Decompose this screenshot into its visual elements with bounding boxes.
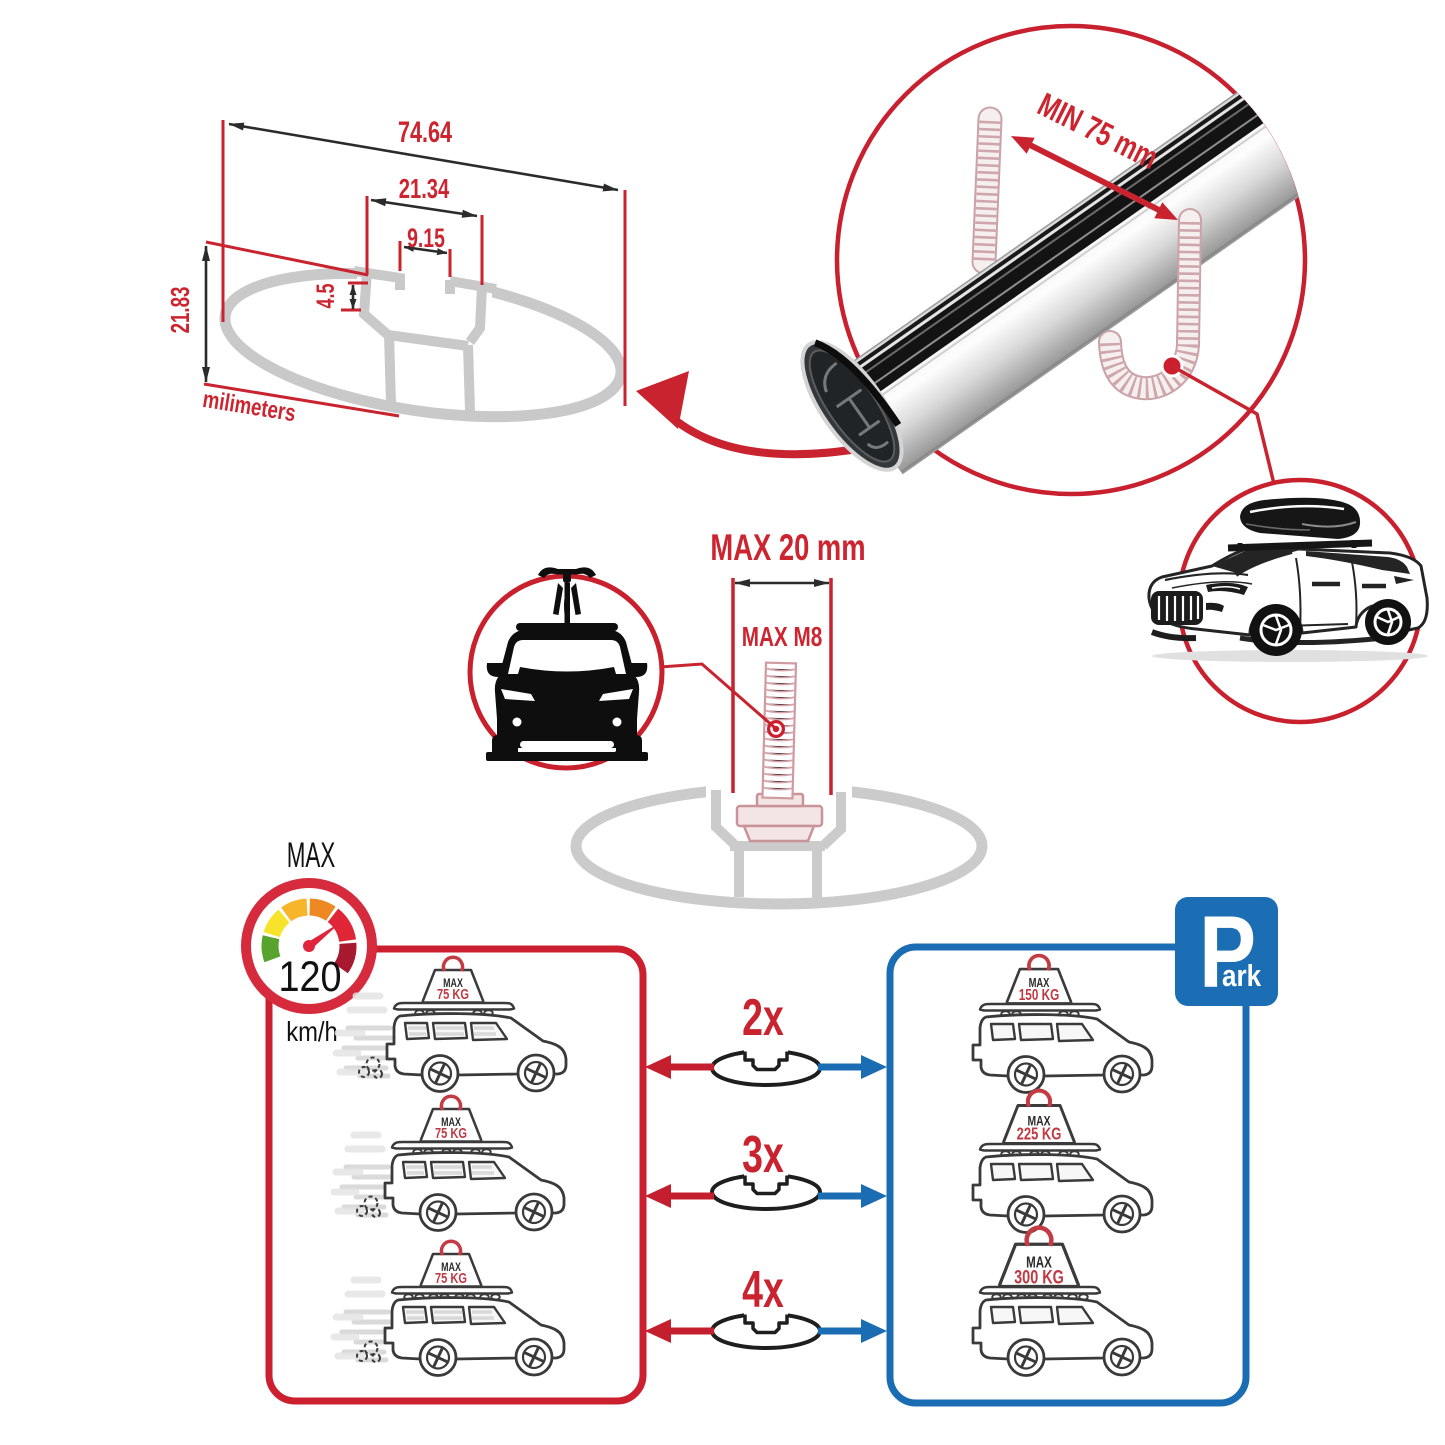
svg-text:4.5: 4.5 — [311, 283, 340, 308]
svg-text:milimeters: milimeters — [201, 386, 298, 427]
svg-text:km/h: km/h — [286, 1015, 338, 1047]
svg-text:MAX: MAX — [1026, 1254, 1052, 1271]
svg-text:21.83: 21.83 — [165, 287, 195, 334]
svg-text:74.64: 74.64 — [398, 114, 452, 148]
svg-text:MAX: MAX — [1029, 977, 1050, 991]
svg-text:225 KG: 225 KG — [1017, 1125, 1062, 1144]
svg-text:150 KG: 150 KG — [1019, 985, 1059, 1003]
svg-text:MAX: MAX — [441, 1261, 461, 1275]
svg-text:MAX 20 mm: MAX 20 mm — [710, 527, 865, 568]
svg-text:MAX: MAX — [441, 1116, 461, 1130]
svg-text:MAX: MAX — [443, 977, 463, 991]
svg-text:MAX: MAX — [1027, 1113, 1051, 1129]
svg-text:MAX: MAX — [287, 836, 336, 875]
svg-text:300 KG: 300 KG — [1014, 1265, 1064, 1288]
svg-text:P: P — [1199, 895, 1256, 1009]
svg-text:75 KG: 75 KG — [435, 1269, 467, 1286]
svg-text:ark: ark — [1222, 959, 1261, 994]
svg-text:2x: 2x — [742, 988, 784, 1047]
svg-text:120: 120 — [278, 952, 341, 1001]
svg-text:MIN 75 mm: MIN 75 mm — [1032, 87, 1164, 177]
svg-text:21.34: 21.34 — [399, 174, 450, 205]
svg-text:4x: 4x — [742, 1260, 784, 1319]
svg-text:MAX M8: MAX M8 — [742, 622, 823, 653]
svg-text:9.15: 9.15 — [407, 223, 445, 253]
svg-text:75 KG: 75 KG — [437, 985, 469, 1002]
svg-text:75 KG: 75 KG — [435, 1124, 467, 1141]
